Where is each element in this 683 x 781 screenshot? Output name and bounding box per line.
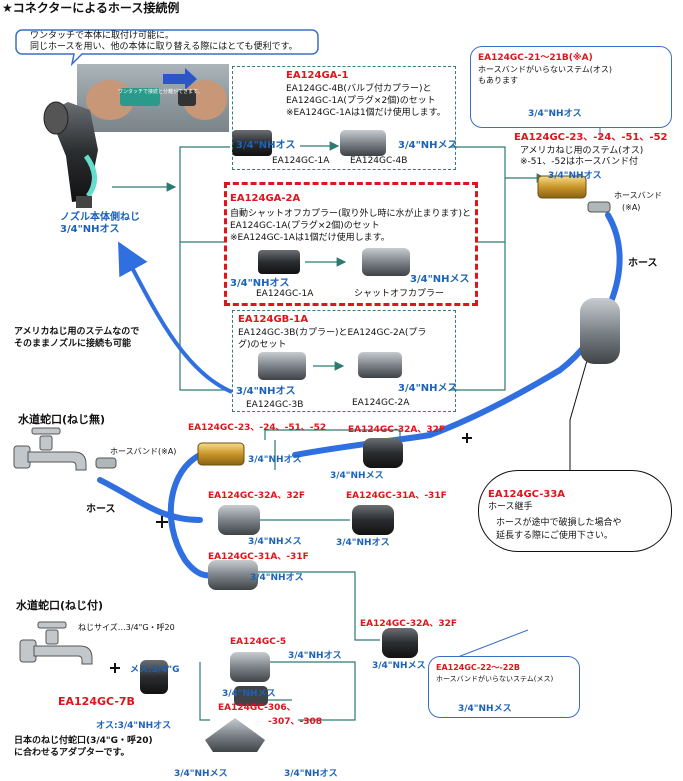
stem-23-top-band-note: (※A) — [622, 203, 641, 212]
set-ga2-desc-3: ※EA124GC-1Aは1個だけ使用します。 — [230, 233, 390, 243]
set-ga1-left-thread: 3/4"NHオス — [236, 140, 296, 151]
y-thread-left: 3/4"NHメス — [174, 769, 228, 779]
set-gb1-left-thread: 3/4"NHオス — [236, 386, 296, 397]
set-gb1-code: EA124GB-1A — [238, 314, 309, 325]
nozzle-label: ノズル本体側ねじ — [60, 212, 140, 223]
set-ga1-left-part: EA124GC-1A — [272, 156, 330, 166]
c32a-bottom-code: EA124GC-32A、32F — [360, 619, 457, 629]
set-ga1-desc-2: EA124GC-1A(プラグ×2個)のセット — [286, 96, 436, 106]
c31a-right-code: EA124GC-31A、-31F — [346, 491, 447, 501]
set-ga1-code: EA124GA-1 — [286, 70, 349, 81]
set-ga2-desc-1: 自動シャットオフカプラー(取り外し時に水が止まります)と — [230, 209, 472, 219]
faucet-plain-stem-code: EA124GC-23、-24、-51、-52 — [188, 423, 327, 433]
stem-23-top-band: ホースバンド — [614, 191, 662, 200]
set-gb1-desc-1: EA124GC-3B(カプラー)とEA124GC-2A(プラ — [238, 328, 427, 338]
page-title: ★コネクターによるホース接続例 — [2, 1, 180, 15]
set-ga2-right-thread: 3/4"NHメス — [410, 274, 470, 285]
gc306-code: EA124GC-306、 — [218, 703, 296, 713]
joint-33-desc-1: ホースが途中で破損した場合や — [496, 518, 622, 528]
c31a-right-thread: 3/4"NHオス — [336, 538, 390, 548]
set-ga1-right-thread: 3/4"NHメス — [398, 140, 458, 151]
set-gb1-right-part: EA124GC-2A — [352, 398, 410, 408]
faucet-plain-label: 水道蛇口(ねじ無) — [18, 413, 106, 426]
set-gb1-box — [232, 310, 456, 412]
adapter-code: EA124GC-7B — [58, 695, 135, 708]
set-gb1-right-thread: 3/4"NHメス — [398, 383, 458, 394]
set-ga1-desc-1: EA124GC-4B(バルブ付カプラー)と — [286, 84, 432, 94]
set-ga2-code: EA124GA-2A — [230, 193, 301, 204]
stem-22-callout — [428, 656, 580, 718]
faucet-thread-size: ねじサイズ…3/4"G・呼20 — [78, 623, 175, 632]
c32a-left-thread: 3/4"NHメス — [248, 537, 302, 547]
set-ga2-left-thread: 3/4"NHオス — [230, 278, 290, 289]
set-ga1-box — [232, 66, 456, 170]
stem-21-callout — [470, 46, 672, 128]
joint-33-name: ホース継手 — [488, 502, 533, 512]
faucet-graphics — [13, 427, 93, 665]
direct-note-1: アメリカねじ用のステムなので — [14, 327, 140, 337]
stem-21-desc-2: もあります — [478, 76, 518, 85]
gc5-thread: 3/4"NHオス — [288, 651, 342, 661]
stem-21-code: EA124GC-21～21B(※A) — [478, 53, 593, 63]
c32a-top-thread: 3/4"NHメス — [330, 471, 384, 481]
stem-23-top-desc-1: アメリカねじ用のステム(オス) — [520, 146, 644, 156]
gc307-code: -307、-308 — [268, 717, 323, 727]
set-ga1-desc-3: ※EA124GC-1Aは1個だけ使用します。 — [286, 108, 446, 118]
c31a-low-code: EA124GC-31A、-31F — [208, 552, 309, 562]
joint-33-code: EA124GC-33A — [488, 489, 566, 500]
c31a-low-thread: 3/4"NHオス — [250, 573, 304, 583]
direct-note-2: そのままノズルに接続も可能 — [14, 339, 132, 349]
stem-21-desc-1: ホースバンドがいらないステム(オス) — [478, 65, 613, 74]
faucet-plain-hose: ホース — [86, 504, 116, 515]
note-line-1: ワンタッチで本体に取付け可能に。 — [30, 31, 175, 41]
joint-33-desc-2: 延長する際にご使用下さい。 — [496, 531, 613, 541]
gc5-low-thread: 3/4"NHメス — [222, 689, 276, 699]
c32a-top-code: EA124GC-32A、32F — [348, 425, 445, 435]
connector-graphics — [140, 130, 620, 752]
photo-caption: ワンタッチで接続と分離ができます。 — [118, 89, 203, 95]
c32a-left-code: EA124GC-32A、32F — [208, 491, 305, 501]
note-line-2: 同じホースを用い、他の本体に取り替える際にはとても便利です。 — [30, 42, 298, 52]
set-gb1-left-part: EA124GC-3B — [246, 400, 304, 410]
set-ga1-right-part: EA124GC-4B — [350, 156, 408, 166]
nozzle-thread: 3/4"NHオス — [60, 224, 120, 235]
joint-33-callout — [478, 470, 672, 552]
adapter-note-2: に合わせるアダプターです。 — [14, 748, 130, 758]
connector-photo — [77, 64, 229, 132]
faucet-thread-label: 水道蛇口(ねじ付) — [16, 599, 104, 612]
stem-23-top-thread: 3/4"NHオス — [548, 171, 602, 181]
set-ga2-box — [224, 182, 478, 306]
adapter-note-1: 日本のねじ付蛇口(3/4"G・呼20) — [14, 736, 153, 746]
stem-22-code: EA124GC-22～-22B — [436, 663, 520, 672]
adapter-male: オス:3/4"NHオス — [96, 721, 172, 731]
set-ga2-desc-2: EA124GC-1A(プラグ×2個)のセット — [230, 221, 380, 231]
stem-22-desc: ホースバンドがいらないステム(メス) — [436, 675, 554, 683]
y-thread-right: 3/4"NHオス — [284, 769, 338, 779]
set-ga2-right-part: シャットオフカプラー — [354, 289, 445, 299]
c32a-bottom-thread: 3/4"NHメス — [372, 661, 426, 671]
stem-23-top-code: EA124GC-23、-24、-51、-52 — [514, 132, 668, 143]
stem-23-top-desc-2: ※-51、-52はホースバンド付 — [520, 157, 638, 167]
stem-23-top-hose: ホース — [628, 258, 658, 269]
stem-21-thread: 3/4"NHオス — [528, 109, 582, 119]
stem-22-thread: 3/4"NHメス — [458, 704, 512, 714]
set-gb1-desc-2: グ)のセット — [238, 340, 287, 350]
note-bubble — [15, 29, 319, 67]
faucet-thread-female: メス:3/4"G — [130, 665, 180, 675]
gc5-code: EA124GC-5 — [230, 637, 287, 647]
set-ga2-left-part: EA124GC-1A — [256, 289, 314, 299]
nozzle-graphic — [43, 101, 98, 208]
faucet-plain-stem-thread: 3/4"NHオス — [248, 455, 302, 465]
faucet-plain-band: ホースバンド(※A) — [110, 447, 177, 456]
